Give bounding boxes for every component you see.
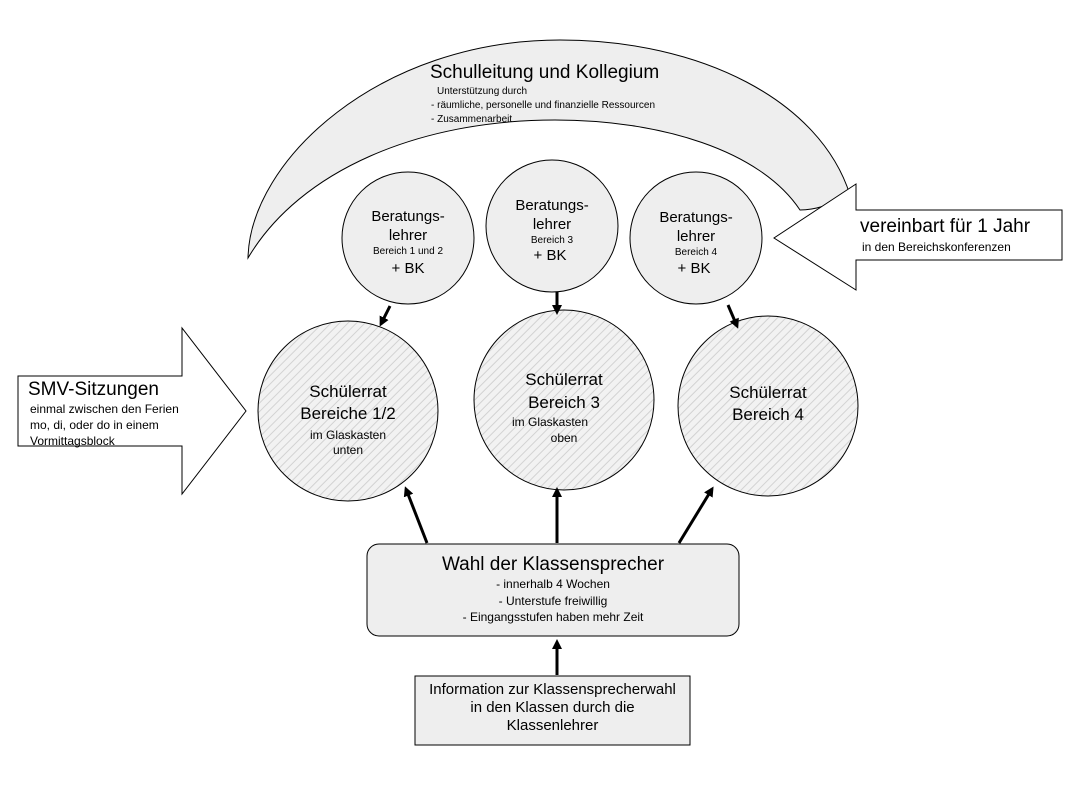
- arrow-election-council3: [677, 486, 714, 544]
- info-box: [414, 675, 691, 746]
- council-3-title: Schülerrat: [729, 383, 807, 402]
- top-arc-line-2: - räumliche, personelle und finanzielle …: [431, 100, 656, 111]
- advisor-1-extra: + BK: [391, 260, 425, 277]
- council-2-title: Schülerrat: [525, 370, 603, 389]
- advisor-3-title-2: lehrer: [676, 228, 716, 245]
- election-title: Wahl der Klassensprecher: [441, 554, 665, 575]
- advisor-1-title-1: Beratungs-: [371, 208, 445, 225]
- election-line-1: - innerhalb 4 Wochen: [496, 577, 610, 591]
- advisor-circle-1: [341, 171, 475, 305]
- council-2-location-2: oben: [550, 431, 578, 445]
- council-1-subtitle: Bereiche 1/2: [300, 404, 396, 423]
- advisor-3-area: Bereich 4: [674, 247, 718, 258]
- council-3-subtitle: Bereich 4: [732, 405, 804, 424]
- advisor-circle-3: [629, 171, 763, 305]
- council-1-location-1: im Glaskasten: [309, 428, 387, 442]
- left-arrow-line-3: Vormittagsblock: [30, 434, 115, 448]
- info-line-2: in den Klassen durch die: [470, 699, 635, 716]
- left-arrow-title: SMV-Sitzungen: [28, 379, 159, 400]
- advisor-2-extra: + BK: [533, 247, 567, 264]
- advisor-3-title-1: Beratungs-: [659, 209, 733, 226]
- advisor-2-area: Bereich 3: [530, 235, 574, 246]
- election-box: [366, 543, 740, 637]
- council-circle-3: [677, 315, 859, 497]
- left-arrow-line-2: mo, di, oder do in einem: [30, 418, 159, 432]
- right-block-arrow: [773, 183, 1063, 291]
- advisor-1-area: Bereich 1 und 2: [372, 246, 444, 257]
- council-2-location-1: im Glaskasten: [511, 415, 589, 429]
- council-1-title: Schülerrat: [309, 382, 387, 401]
- council-1-location-2: unten: [332, 443, 364, 457]
- election-line-3: - Eingangsstufen haben mehr Zeit: [462, 610, 644, 624]
- left-arrow-line-1: einmal zwischen den Ferien: [30, 402, 179, 416]
- council-circle-1: [257, 320, 439, 502]
- arrow-election-council1: [403, 486, 429, 544]
- top-arc-line-3: - Zusammenarbeit: [431, 114, 513, 125]
- right-arrow-title: vereinbart für 1 Jahr: [860, 216, 1031, 237]
- council-2-subtitle: Bereich 3: [528, 393, 600, 412]
- info-line-1: Information zur Klassensprecherwahl: [429, 681, 676, 698]
- arrow-advisor3-council3: [726, 304, 739, 329]
- council-circle-2: [473, 309, 655, 491]
- election-line-2: - Unterstufe freiwillig: [498, 594, 608, 608]
- info-line-3: Klassenlehrer: [506, 717, 599, 734]
- arrow-advisor1-council1: [379, 305, 392, 327]
- right-arrow-subtitle: in den Bereichskonferenzen: [862, 240, 1011, 254]
- advisor-circle-2: [485, 159, 619, 293]
- advisor-3-extra: + BK: [677, 260, 711, 277]
- top-arc-line-1: Unterstützung durch: [437, 86, 528, 97]
- left-block-arrow: [17, 326, 247, 496]
- advisor-1-title-2: lehrer: [388, 227, 428, 244]
- advisor-2-title-1: Beratungs-: [515, 197, 589, 214]
- top-arc-title: Schulleitung und Kollegium: [430, 62, 660, 83]
- advisor-2-title-2: lehrer: [532, 216, 572, 233]
